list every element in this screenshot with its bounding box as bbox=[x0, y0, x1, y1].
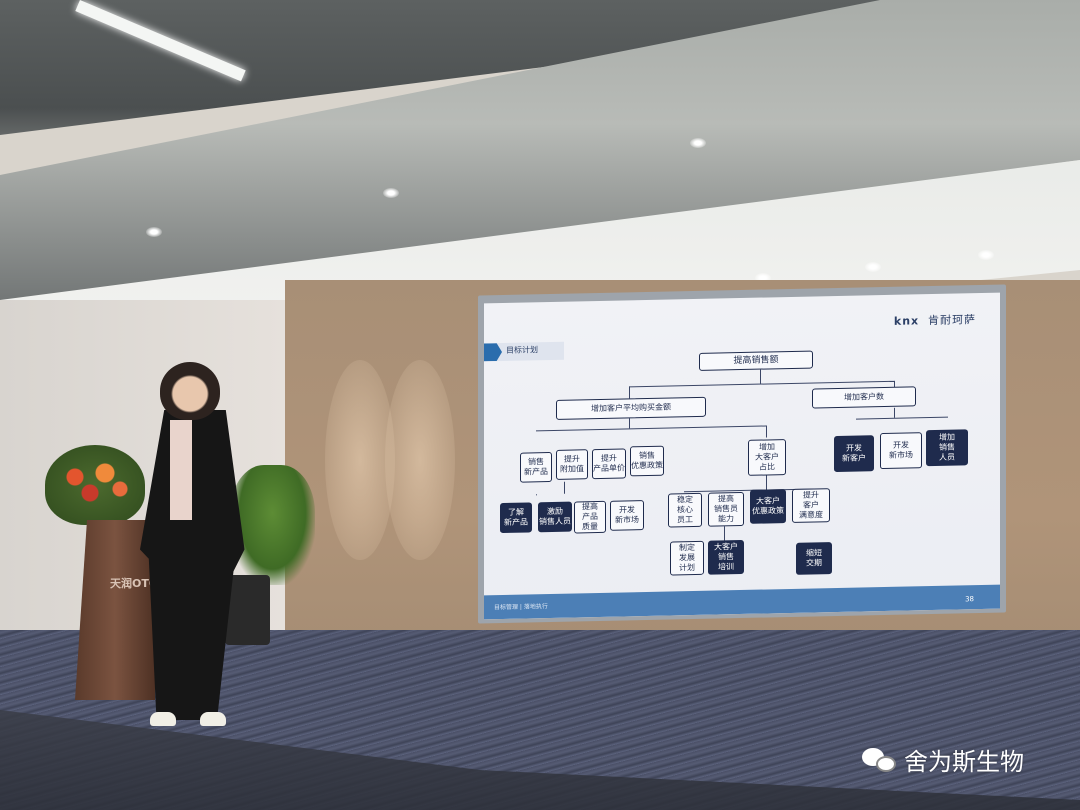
brand-logo-mark: knx bbox=[893, 314, 920, 328]
presenter-head bbox=[160, 362, 220, 420]
diagram-node: 开发 新市场 bbox=[610, 500, 644, 531]
diagram-node-dark: 缩短 交期 bbox=[796, 542, 832, 575]
diagram-node: 销售 新产品 bbox=[520, 451, 552, 483]
slide-title: 目标计划 bbox=[506, 345, 538, 355]
plant-pot bbox=[225, 575, 270, 645]
diagram-node: 增加 大客户 占比 bbox=[748, 439, 786, 476]
potted-plant bbox=[230, 465, 315, 585]
brand-logo: knx 肯耐珂萨 bbox=[894, 311, 976, 329]
diagram-node: 销售 优惠政策 bbox=[630, 445, 664, 477]
diagram-node: 提升 客户 满意度 bbox=[792, 488, 830, 523]
connector-line bbox=[894, 407, 895, 418]
diagram-node: 制定 发展 计划 bbox=[670, 540, 704, 576]
podium-logo: 天润OTC bbox=[110, 577, 157, 590]
diagram-node-dark: 增加 销售 人员 bbox=[926, 429, 968, 467]
connector-line bbox=[536, 494, 537, 496]
diagram-node-dark: 开发 新客户 bbox=[834, 435, 874, 473]
diagram-node-dark: 大客户 优惠政策 bbox=[750, 489, 786, 524]
brand-logo-name: 肯耐珂萨 bbox=[928, 313, 976, 328]
diagram-node: 提高 产品 质量 bbox=[574, 500, 606, 534]
ceiling-light bbox=[146, 227, 162, 237]
connector-line bbox=[856, 416, 948, 420]
diagram-node: 提升 产品单价 bbox=[592, 448, 626, 480]
watermark-text: 舍为斯生物 bbox=[904, 748, 1024, 776]
diagram-node-dark: 激励 销售人员 bbox=[538, 501, 572, 533]
ceiling-light bbox=[755, 273, 771, 283]
ceiling-light bbox=[383, 188, 399, 198]
diagram-branch-right: 增加客户数 bbox=[812, 386, 916, 409]
watermark: 舍为斯生物 bbox=[862, 742, 1024, 777]
diagram-node: 开发 新市场 bbox=[880, 432, 922, 470]
diagram-branch-left: 增加客户平均购买金额 bbox=[556, 396, 706, 420]
slide-footer-text: 目标管理 | 落地执行 bbox=[494, 603, 548, 612]
connector-line bbox=[536, 425, 766, 432]
connector-line bbox=[766, 425, 767, 438]
ceiling-light bbox=[865, 262, 881, 272]
ceiling-light bbox=[690, 138, 706, 148]
ceiling-light bbox=[978, 250, 994, 260]
slide-page-number: 38 bbox=[965, 595, 974, 604]
diagram-node-dark: 了解 新产品 bbox=[500, 502, 532, 534]
connector-line bbox=[564, 481, 565, 494]
connector-line bbox=[766, 475, 767, 490]
presenter-shoe-left bbox=[150, 712, 176, 726]
presenter-shoe-right bbox=[200, 712, 226, 726]
flower-arrangement bbox=[45, 445, 145, 525]
diagram-node-dark: 大客户 销售 培训 bbox=[708, 539, 744, 575]
wall-light-glow bbox=[325, 360, 395, 560]
diagram-node: 提高 销售员 能力 bbox=[708, 491, 744, 527]
diagram-root-node: 提高销售额 bbox=[699, 350, 813, 371]
presenter-shirt bbox=[170, 420, 192, 520]
projection-screen: 目标计划 knx 肯耐珂萨 提高销售额 增加客户平均购买金额 增加客户数 销售 … bbox=[484, 292, 1000, 620]
connector-line bbox=[629, 380, 894, 388]
connector-line bbox=[629, 418, 630, 429]
connector-line bbox=[629, 386, 630, 399]
connector-line bbox=[760, 369, 761, 384]
wechat-icon bbox=[862, 746, 898, 774]
wall-light-glow bbox=[385, 360, 455, 560]
diagram-node: 提升 附加值 bbox=[556, 449, 588, 480]
diagram-node: 稳定 核心 员工 bbox=[668, 492, 702, 528]
